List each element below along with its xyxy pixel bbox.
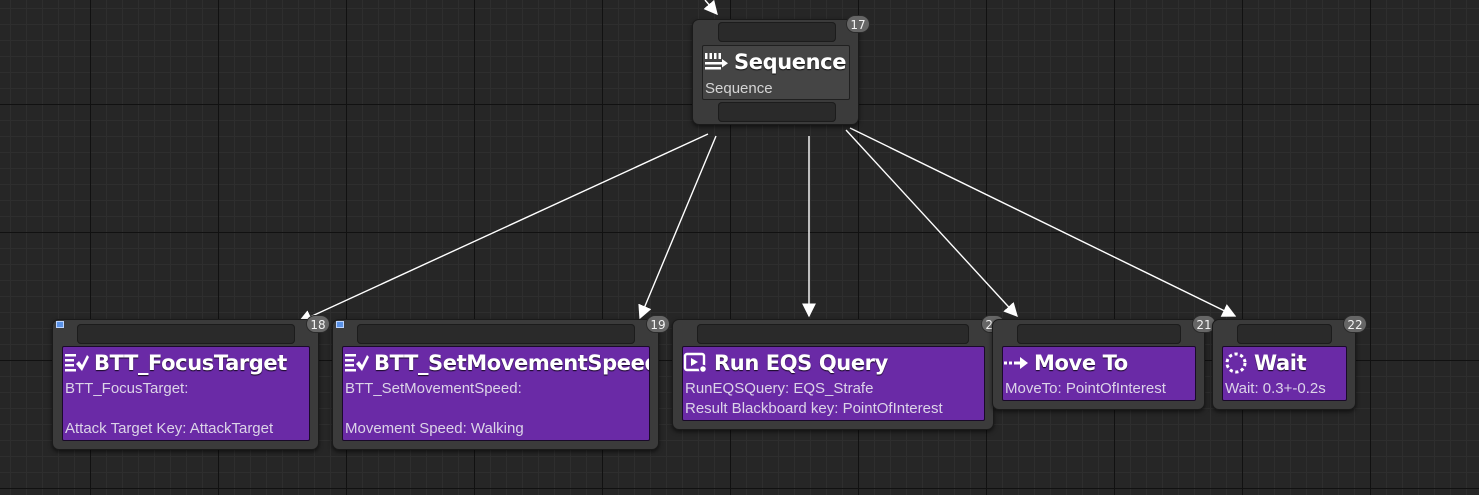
node-title: Wait	[1254, 351, 1307, 375]
task-node-wait[interactable]: 22 Wait Wait: 0.3+-0.2s	[1212, 315, 1367, 410]
wire-into-sequence	[703, 0, 718, 16]
node-description-line-1: MoveTo: PointOfInterest	[1005, 380, 1166, 397]
task-body: Move To MoveTo: PointOfInterest	[1002, 346, 1196, 401]
wait-icon	[1225, 352, 1247, 374]
node-description-line-2: Result Blackboard key: PointOfInterest	[685, 400, 943, 417]
task-body: Wait Wait: 0.3+-0.2s	[1222, 346, 1347, 401]
node-title: BTT_FocusTarget	[94, 351, 287, 375]
node-description-line-1: RunEQSQuery: EQS_Strafe	[685, 380, 874, 397]
wire-to-focus-target	[297, 133, 709, 324]
sequence-node[interactable]: 17 Sequence Sequence	[692, 15, 870, 125]
task-input-pin[interactable]	[357, 324, 635, 344]
sequence-input-pin[interactable]	[718, 22, 836, 42]
eqs-query-icon	[683, 352, 708, 374]
task-body: BTT_SetMovementSpeed BTT_SetMovementSpee…	[342, 346, 650, 441]
node-description-line-1: Wait: 0.3+-0.2s	[1225, 380, 1326, 397]
task-body: Run EQS Query RunEQSQuery: EQS_Strafe Re…	[682, 346, 985, 421]
task-node-set-movement-speed[interactable]: 19 BTT_SetMovementSpeed BTT_SetMovementS…	[332, 315, 670, 450]
blueprint-task-icon	[345, 354, 369, 372]
wire-to-set-movement-speed	[638, 135, 717, 320]
execution-index-badge: 19	[646, 315, 670, 333]
node-title: Sequence	[734, 50, 847, 74]
blueprint-task-icon	[65, 354, 89, 372]
task-input-pin[interactable]	[1237, 324, 1332, 344]
blueprint-marker-icon	[336, 321, 344, 328]
blueprint-marker-icon	[56, 321, 64, 328]
node-title: Move To	[1034, 351, 1128, 375]
node-description: Sequence	[705, 80, 773, 97]
execution-index-badge: 22	[1343, 315, 1367, 333]
sequence-output-pin[interactable]	[718, 102, 836, 122]
node-description-line-3: Movement Speed: Walking	[345, 420, 524, 437]
move-to-icon	[1004, 357, 1028, 369]
task-input-pin[interactable]	[1017, 324, 1181, 344]
task-input-pin[interactable]	[77, 324, 295, 344]
node-title: BTT_SetMovementSpeed	[374, 351, 650, 375]
task-input-pin[interactable]	[697, 324, 969, 344]
task-node-run-eqs-query[interactable]: 20 Run EQS Query RunEQSQuery: EQS_Strafe…	[672, 315, 1005, 430]
execution-index-badge: 18	[306, 315, 330, 333]
node-title: Run EQS Query	[714, 351, 888, 375]
node-description-line-1: BTT_SetMovementSpeed:	[345, 380, 522, 397]
sequence-icon	[705, 53, 728, 70]
task-node-focus-target[interactable]: 18 BTT_FocusTarget BTT_FocusTarget: Atta…	[52, 315, 330, 450]
execution-index-badge: 17	[846, 15, 870, 33]
node-description-line-3: Attack Target Key: AttackTarget	[65, 420, 274, 437]
wire-to-wait	[849, 127, 1237, 317]
node-description-line-1: BTT_FocusTarget:	[65, 380, 189, 397]
wire-to-move-to	[845, 129, 1018, 318]
execution-index-badge: 21	[1192, 315, 1216, 333]
task-node-move-to[interactable]: 21 Move To MoveTo: PointOfInterest	[992, 315, 1216, 410]
sequence-body: Sequence Sequence	[702, 45, 850, 100]
task-body: BTT_FocusTarget BTT_FocusTarget: Attack …	[62, 346, 310, 441]
